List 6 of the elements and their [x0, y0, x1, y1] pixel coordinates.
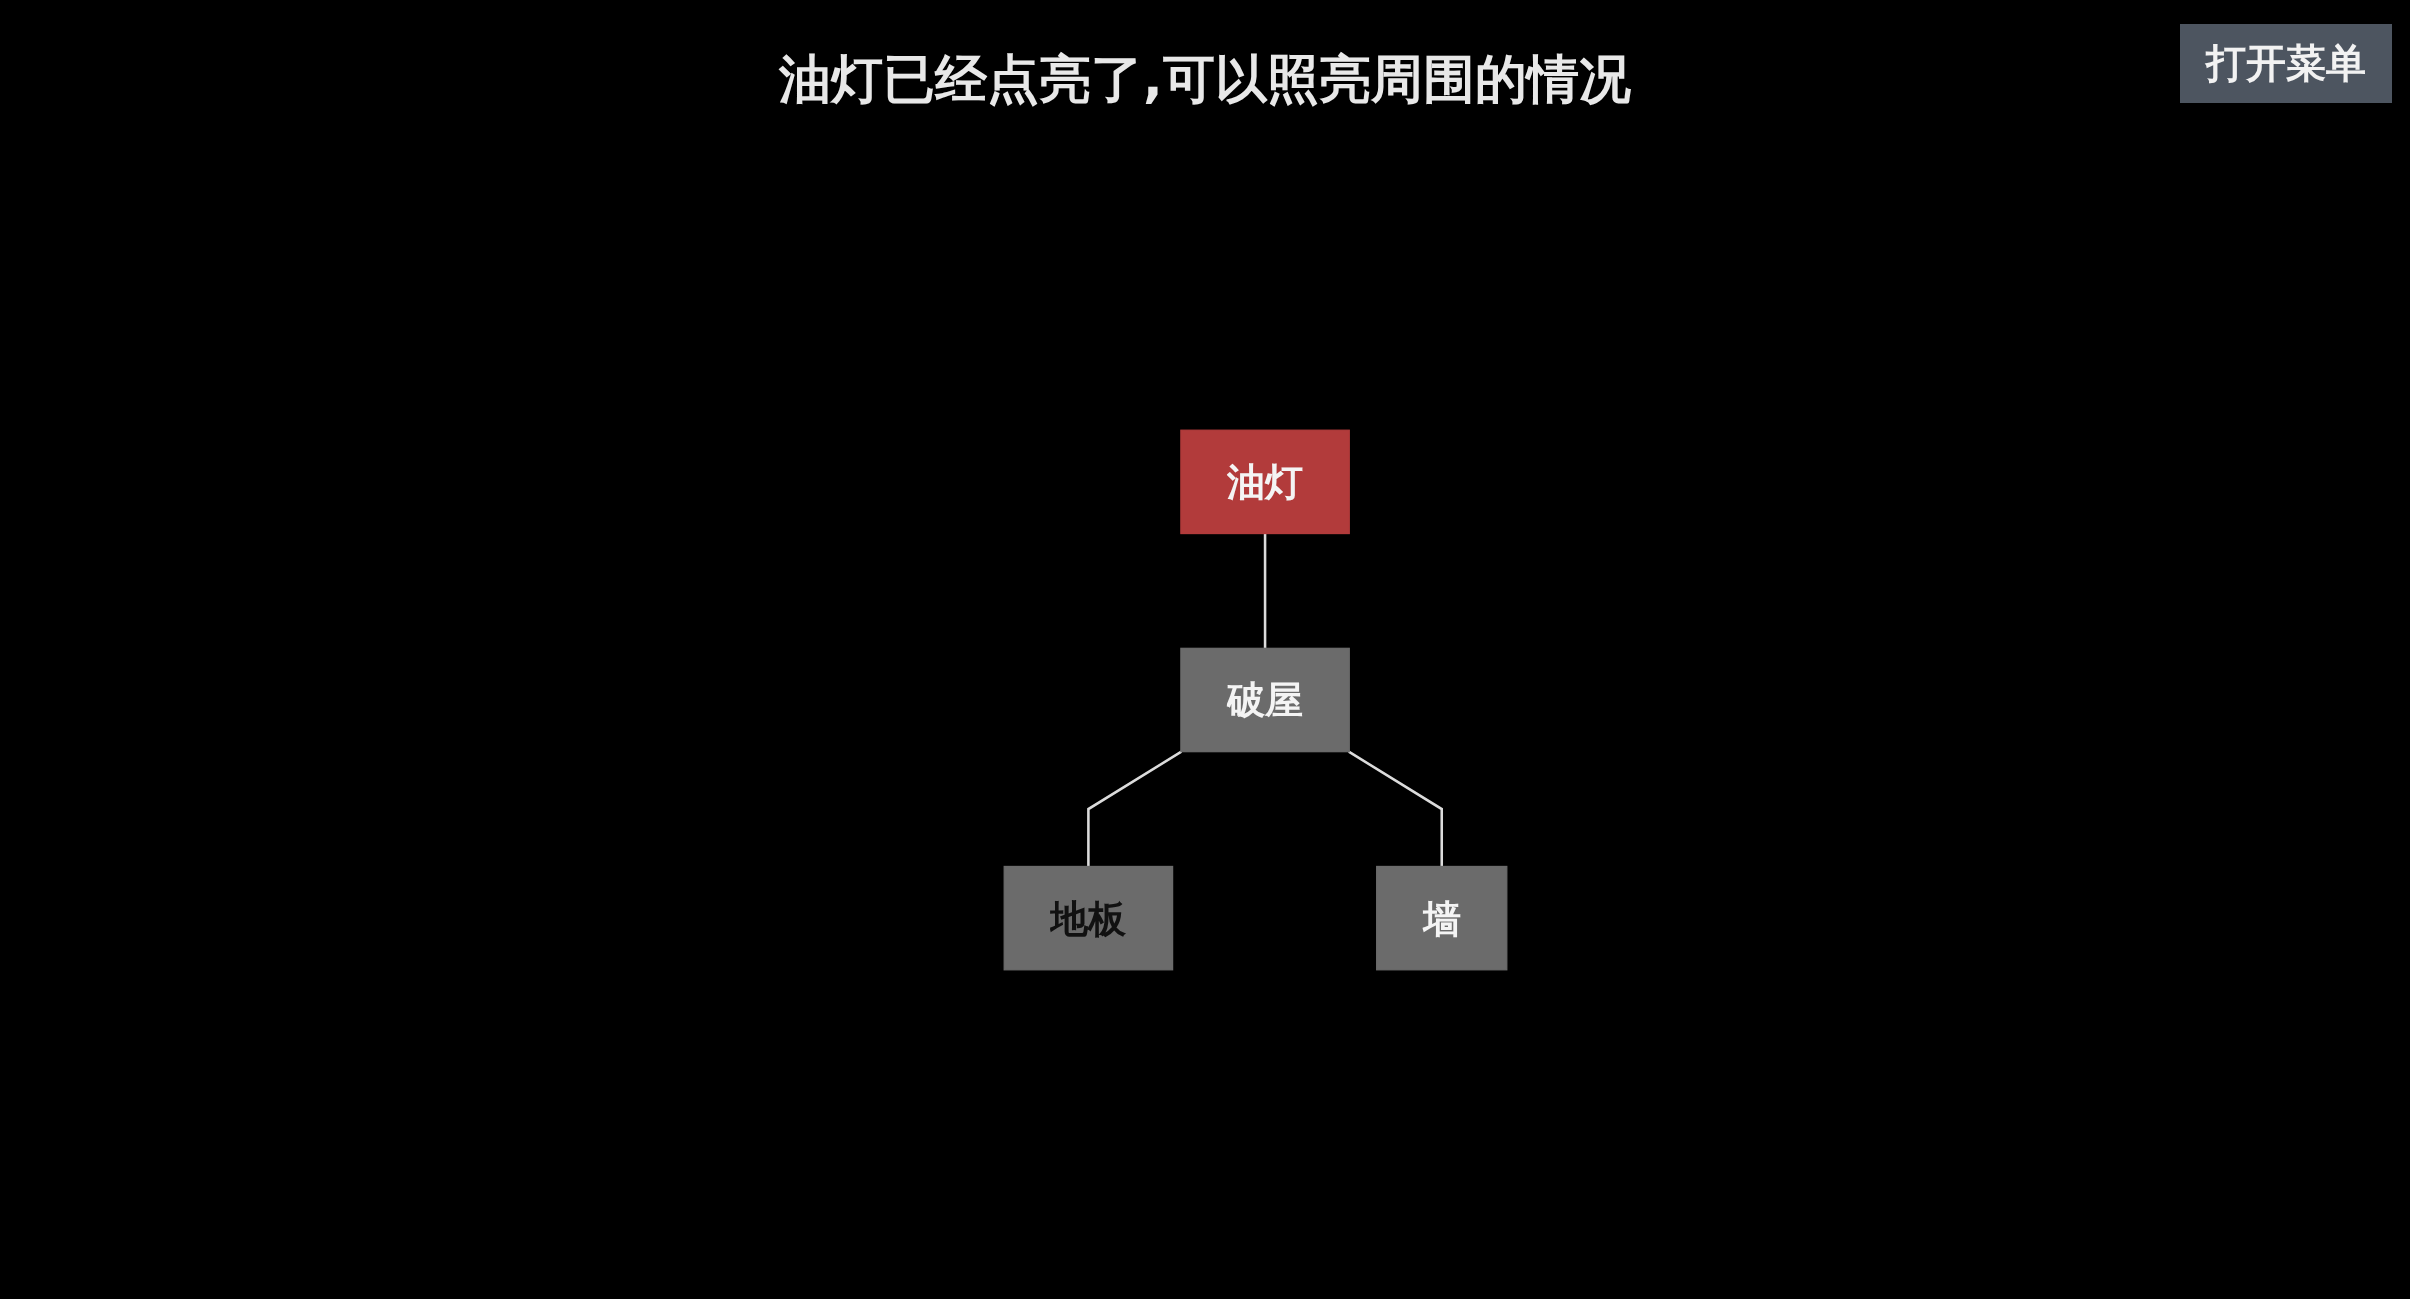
connector [1347, 750, 1443, 867]
connector [1086, 750, 1182, 867]
connector [1263, 533, 1266, 649]
node-box: 油灯 [1179, 429, 1350, 535]
menu-button: 打开菜单 [2180, 24, 2392, 103]
title: 油灯已经点亮了,可以照亮周围的情况 [779, 48, 1631, 111]
